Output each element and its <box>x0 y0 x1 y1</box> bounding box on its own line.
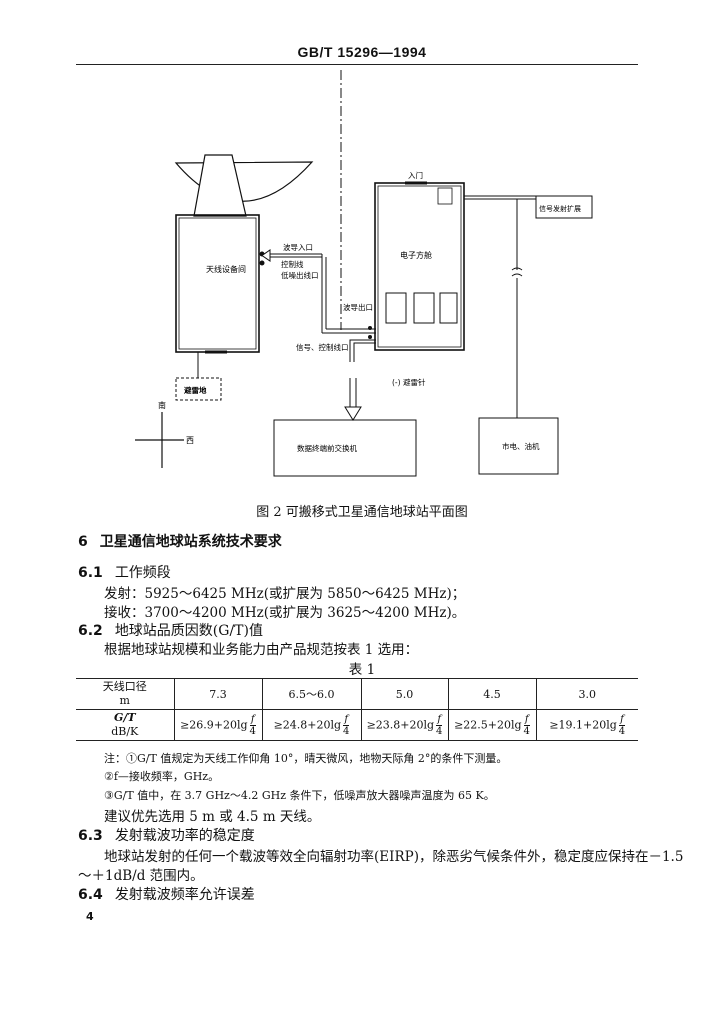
lna-port-label: 低噪出线口 <box>281 270 319 280</box>
antenna-dish <box>174 161 314 202</box>
table-cell: 5.0 <box>360 678 449 710</box>
wave-out-label: 波导出口 <box>343 302 373 312</box>
page-header: GB/T 15296—1994 <box>297 44 427 60</box>
ground-box <box>175 377 222 401</box>
table-title: 表 1 <box>348 662 376 678</box>
lightning-label: (-) 避雷针 <box>392 377 426 387</box>
figure-caption: 图 2 可搬移式卫星通信地球站平面图 <box>256 505 468 520</box>
entrance-label: 入门 <box>408 171 423 180</box>
wave-in-label: 波导入口 <box>283 242 313 252</box>
antenna-feed <box>193 154 247 217</box>
antenna-room-box <box>175 214 260 353</box>
rx-band-line: 接收：3700～4200 MHz(或扩展为 3625～4200 MHz)。 <box>104 605 466 621</box>
tx-band-line: 发射：5925～6425 MHz(或扩展为 5850～6425 MHz)； <box>104 586 466 602</box>
generator-label: 市电、油机 <box>502 441 540 451</box>
control-line-label: 控制线 <box>281 259 304 269</box>
note-3: ③G/T 值中，在 3.7 GHz～4.2 GHz 条件下，低噪声放大器噪声温度… <box>104 789 495 802</box>
expander-box <box>535 195 593 219</box>
signal-port-label: 信号、控制线口 <box>296 342 349 352</box>
table-cell: 7.3 <box>173 678 263 710</box>
table-cell: 3.0 <box>535 678 638 710</box>
electronics-label: 电子方舱 <box>400 250 432 260</box>
antenna-room-label: 天线设备间 <box>206 264 246 274</box>
generator-box <box>478 417 559 475</box>
terminal-box <box>273 419 417 477</box>
gt-intro-line: 根据地球站规模和业务能力由产品规范按表 1 选用： <box>104 642 419 658</box>
eirp-line-2: ～＋1dB/d 范围内。 <box>78 868 204 884</box>
ground-label: 避雷地 <box>184 385 207 395</box>
terminal-label: 数据终端前交换机 <box>297 443 357 453</box>
expander-label: 信号发射扩展 <box>539 204 581 213</box>
note-2: ②f—接收频率，GHz。 <box>104 770 220 783</box>
compass-west-label: 西 <box>186 436 194 445</box>
electronics-shelter-box <box>374 182 465 351</box>
compass-north-label: 南 <box>158 400 166 410</box>
header-rule <box>76 64 638 65</box>
page-number: 4 <box>86 910 94 923</box>
eirp-line-1: 地球站发射的任何一个载波等效全向辐射功率(EIRP)，除恶劣气候条件外，稳定度应… <box>104 849 684 865</box>
antenna-recommendation: 建议优先选用 5 m 或 4.5 m 天线。 <box>104 809 321 825</box>
table-cell: 4.5 <box>447 678 537 710</box>
note-1: 注：①G/T 值规定为天线工作仰角 10°，晴天微风，地物天际角 2°的条件下测… <box>104 752 508 765</box>
table-cell: 6.5～6.0 <box>261 678 362 710</box>
station-layout-diagram: 天线设备间 波导入口 控制线 低噪出线口 波导出口 信号、控制线口 避雷地 入门… <box>135 70 593 477</box>
